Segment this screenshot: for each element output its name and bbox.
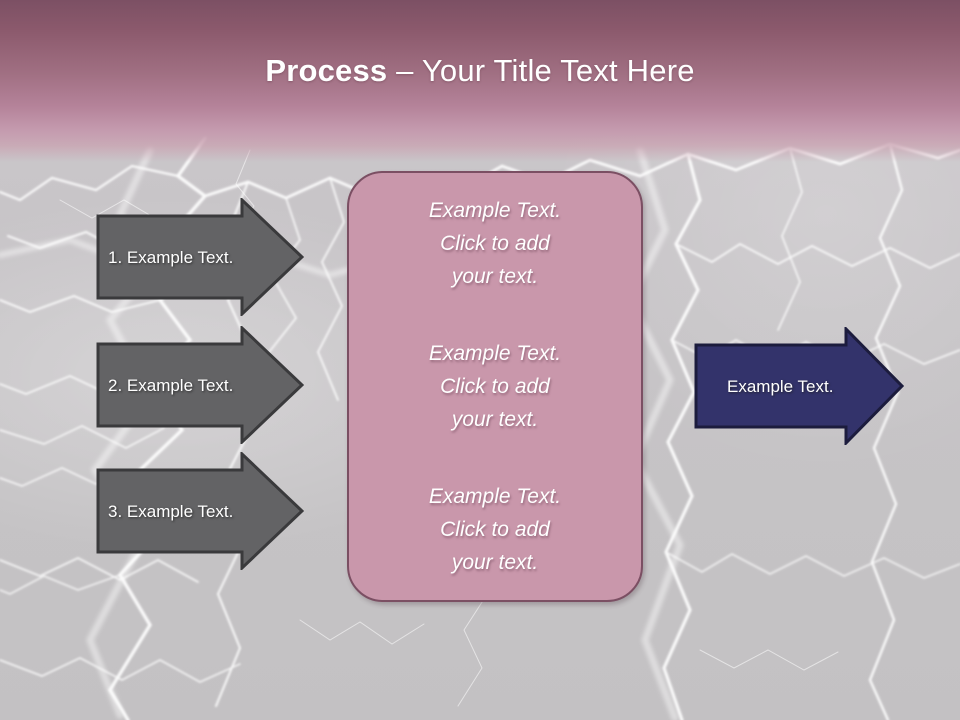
result-arrow[interactable]: Example Text. (694, 327, 904, 445)
process-arrow-2-label: 2. Example Text. (108, 375, 234, 395)
process-arrow-3[interactable]: 3. Example Text. (96, 452, 304, 570)
page-title: Process – Your Title Text Here (0, 51, 960, 91)
arrow-right-icon (96, 326, 304, 444)
result-arrow-label: Example Text. (727, 376, 834, 396)
page-title-rest: – Your Title Text Here (387, 53, 695, 88)
arrow-right-icon (694, 327, 904, 445)
content-panel-block-3: Example Text. Click to add your text. (428, 485, 562, 574)
process-arrow-1[interactable]: 1. Example Text. (96, 198, 304, 316)
arrow-right-icon (96, 198, 304, 316)
content-panel-block-1: Example Text. Click to add your text. (428, 199, 562, 288)
process-arrow-3-label: 3. Example Text. (108, 501, 234, 521)
page-title-bold: Process (265, 53, 388, 88)
process-arrow-1-label: 1. Example Text. (108, 247, 234, 267)
process-arrow-2[interactable]: 2. Example Text. (96, 326, 304, 444)
arrow-right-icon (96, 452, 304, 570)
content-panel-block-2: Example Text. Click to add your text. (428, 342, 562, 431)
content-panel[interactable]: Example Text. Click to add your text. Ex… (347, 171, 643, 602)
